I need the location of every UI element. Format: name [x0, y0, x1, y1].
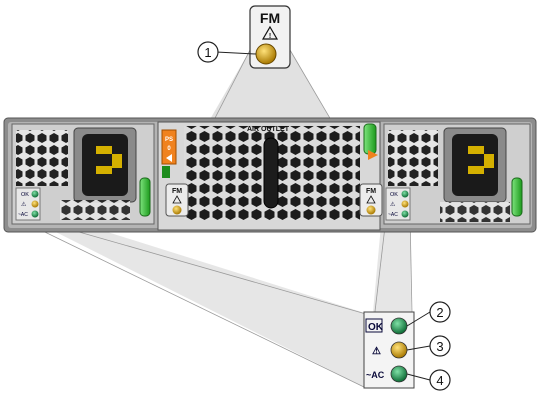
right-psu-status-leds: OK ⚠ ~AC	[385, 187, 411, 221]
callout-number-2-text: 2	[436, 305, 443, 320]
left-psu-led-label-ac: ~AC	[18, 212, 28, 218]
psu-callout-label-fault: ⚠	[372, 346, 381, 357]
ps-orange-tab	[161, 129, 177, 165]
ps-arrow-icon	[166, 154, 172, 162]
air-outlet-label: AIR OUTLET	[247, 126, 290, 133]
right-psu: OK ⚠ ~AC	[383, 123, 531, 225]
left-fm-warning-icon	[172, 195, 182, 204]
callout-number-4-text: 4	[436, 373, 443, 388]
fm-callout: FM ! 1	[197, 5, 291, 69]
right-fm-indicator	[359, 183, 383, 217]
right-psu-ok-led	[401, 190, 409, 198]
chassis: OK ⚠ ~AC AIR OUTLET PS 0 FM	[3, 117, 537, 233]
right-fm-led	[366, 205, 376, 215]
psu-callout-leader-ac	[406, 373, 431, 381]
right-orange-arrow-icon	[368, 150, 378, 160]
psu-callout-led-ok	[390, 317, 408, 335]
psu-led-callout: OK 2 ⚠ 3 ~AC 4	[363, 301, 451, 391]
right-psu-led-label-ok: OK	[390, 192, 398, 198]
fm-callout-warning-icon	[261, 25, 279, 40]
psu-callout-label-ok: OK	[368, 322, 384, 333]
psu-callout-leader-fault	[406, 345, 431, 351]
right-psu-fault-led	[401, 200, 409, 208]
right-fm-badge: FM	[366, 188, 376, 195]
callout-number-3-text: 3	[436, 339, 443, 354]
left-psu-led-label-ok: OK	[21, 192, 29, 198]
psu-callout-label-ac: ~AC	[366, 370, 385, 380]
left-psu-fault-led	[31, 200, 39, 208]
fm-callout-badge: FM	[260, 10, 280, 26]
fan-module-handle[interactable]	[263, 137, 279, 209]
left-psu-led-label-fault: ⚠	[21, 201, 27, 208]
fm-callout-warning-mark: !	[269, 33, 271, 40]
callout-number-1	[197, 41, 219, 63]
right-psu-ac-led	[401, 210, 409, 218]
ps-label-2: 0	[167, 146, 171, 152]
fm-callout-led	[255, 43, 277, 65]
left-fm-led	[172, 205, 182, 215]
left-fan-latch[interactable]	[162, 166, 170, 178]
right-psu-led-label-fault: ⚠	[390, 201, 396, 208]
callout-number-2	[429, 301, 451, 323]
left-psu-ok-led	[31, 190, 39, 198]
psu-callout-leader-ok	[406, 311, 431, 327]
fan-module: AIR OUTLET PS 0 FM FM	[157, 121, 383, 231]
callout-number-4	[429, 369, 451, 391]
callout-number-3	[429, 335, 451, 357]
right-psu-led-label-ac: ~AC	[388, 212, 398, 218]
left-fm-indicator	[165, 183, 189, 217]
callout-number-1-text: 1	[204, 45, 211, 60]
psu-callout-ok-box	[365, 318, 383, 333]
psu-callout-led-fault	[390, 341, 408, 359]
left-psu-status-leds: OK ⚠ ~AC	[15, 187, 41, 221]
left-psu: OK ⚠ ~AC	[11, 123, 155, 225]
right-fm-warning-icon	[366, 195, 376, 204]
right-psu-latch[interactable]	[511, 177, 523, 217]
left-fm-badge: FM	[172, 188, 182, 195]
left-psu-ac-led	[31, 210, 39, 218]
right-fan-latch[interactable]	[363, 123, 377, 155]
left-psu-latch[interactable]	[139, 177, 151, 217]
ps-label-1: PS	[165, 137, 173, 143]
psu-callout-led-ac	[390, 365, 408, 383]
